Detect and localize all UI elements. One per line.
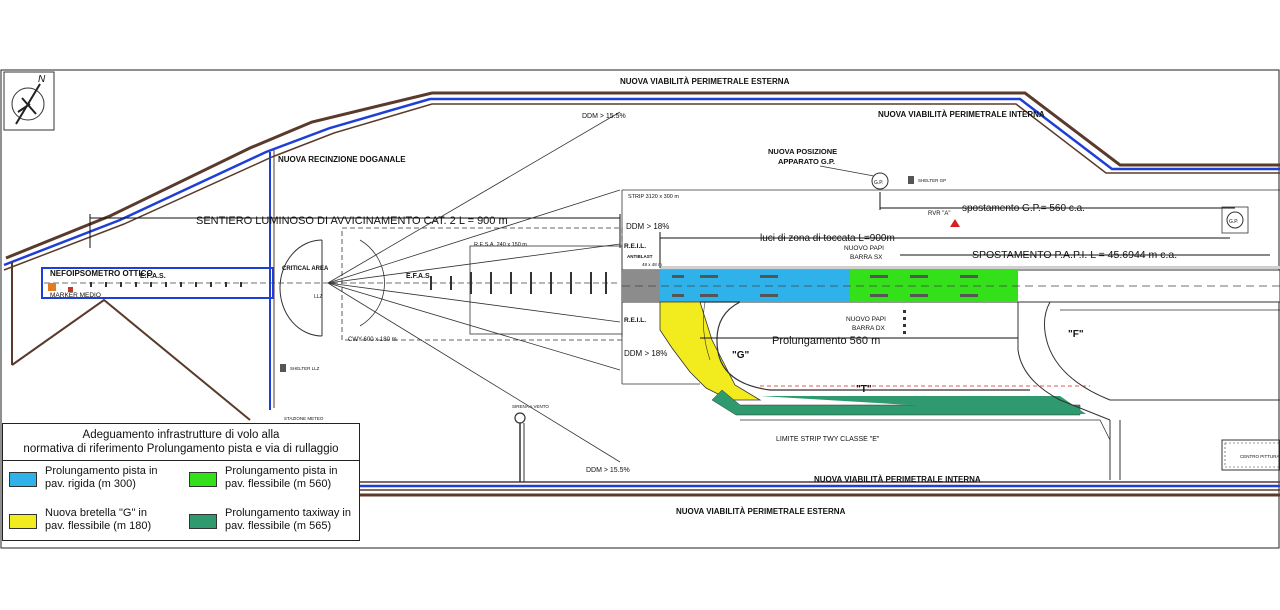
fence-label: NUOVA RECINZIONE DOGANALE: [278, 155, 406, 164]
building-label: CENTRO PITTURA: [1240, 454, 1280, 459]
legend-taxiway-g-line1: Nuova bretella "G" in: [45, 507, 147, 519]
gp-move-label: spostamento G.P.= 560 c.a.: [962, 203, 1085, 214]
critical-area-outline: [279, 239, 323, 337]
marker-label: MARKER MEDIO: [50, 292, 101, 299]
legend-flexible-line2: pav. flessibile (m 560): [225, 478, 332, 490]
ddm-splay-lines: [327, 111, 621, 463]
twy-g-label: "G": [732, 350, 750, 361]
taxiway-loop-inner: [700, 301, 1030, 391]
reil-top-label: R.E.I.L.: [624, 243, 646, 250]
approach-label: SENTIERO LUMINOSO DI AVVICINAMENTO CAT. …: [196, 215, 508, 227]
touchdown-dimension: [659, 232, 1230, 268]
gp-existing-text: G.P.: [1229, 219, 1238, 225]
nefo-label: NEFOIPSOMETRO OTTICO: [50, 269, 153, 278]
shelter-llz-icon: [280, 364, 286, 372]
resa-label: R.E.S.A. 240 x 150 m: [474, 242, 527, 248]
taxiway-f-edge: [1017, 302, 1111, 421]
llz-label: LLZ: [314, 294, 323, 300]
resa-bars: [430, 272, 607, 294]
antiblast-dim-label: 48 x 48 m: [642, 262, 662, 267]
ddm-18-top-label: DDM > 18%: [626, 222, 669, 231]
legend-grid: Prolungamento pista in pav. rigida (m 30…: [3, 460, 359, 543]
legend-title: Adeguamento infrastrutture di volo alla …: [3, 424, 359, 458]
legend-item-taxiway-g: Nuova bretella "G" in pav. flessibile (m…: [9, 507, 151, 533]
gp-new-label-1: NUOVA POSIZIONE: [768, 147, 837, 156]
antiblast-label: ANTIBLAST: [627, 254, 653, 259]
legend-swatch-taxiway-g: [9, 514, 37, 529]
north-arrow-icon: N: [3, 71, 55, 131]
perimeter-ext-top-label: NUOVA VIABILITÀ PERIMETRALE ESTERNA: [620, 77, 790, 86]
twy-f-label: "F": [1068, 329, 1084, 340]
gp-move-dimension: [879, 192, 1235, 210]
papi-sx-label-2: BARRA SX: [850, 254, 883, 261]
legend-rigid-line2: pav. rigida (m 300): [45, 478, 136, 490]
perimeter-int-top-label: NUOVA VIABILITÀ PERIMETRALE INTERNA: [878, 110, 1045, 119]
perimeter-ext-bottom-label: NUOVA VIABILITÀ PERIMETRALE ESTERNA: [676, 507, 846, 516]
marker-icon: [68, 287, 73, 292]
legend-swatch-rigid: [9, 472, 37, 487]
ddm-top-label: DDM > 15.5%: [582, 113, 626, 120]
rvr-label: RVR "A": [928, 211, 951, 217]
legend-box: Adeguamento infrastrutture di volo alla …: [2, 423, 360, 541]
legend-swatch-taxiway-ext: [189, 514, 217, 529]
papi-move-label: SPOSTAMENTO P.A.P.I. L = 45.6944 m c.a.: [972, 249, 1177, 261]
efas-label-1: E.F.A.S.: [140, 273, 166, 280]
legend-title-line2: normativa di riferimento Prolungamento p…: [23, 443, 339, 455]
legend-item-flexible: Prolungamento pista in pav. flessibile (…: [189, 465, 338, 491]
sirena-label: SIRENA A VENTO: [512, 404, 549, 409]
runway-markings: [672, 275, 978, 297]
efas-label-2: E.F.A.S.: [406, 273, 432, 280]
papi-dx-label-1: NUOVO PAPI: [846, 316, 886, 323]
rvr-icon: [950, 219, 960, 227]
legend-title-line1: Adeguamento infrastrutture di volo alla: [82, 429, 280, 441]
legend-swatch-flexible: [189, 472, 217, 487]
legend-item-taxiway-ext: Prolungamento taxiway in pav. flessibile…: [189, 507, 351, 533]
legend-item-rigid: Prolungamento pista in pav. rigida (m 30…: [9, 465, 158, 491]
resa-area: [469, 245, 623, 335]
papi-dx-label-2: BARRA DX: [852, 325, 886, 332]
gp-new-text: G.P.: [874, 180, 883, 186]
twy-t-label: "T": [856, 384, 872, 395]
drawing-frame: [0, 69, 1280, 549]
gp-new-label-2: APPARATO G.P.: [778, 157, 835, 166]
ddm-bottom-label: DDM > 15.5%: [586, 467, 630, 474]
critical-area-label: CRITICAL AREA: [282, 266, 329, 272]
cwy-label: CWY 600 x 180 m: [348, 337, 397, 343]
sirena-icon: [514, 412, 526, 424]
gp-existing-icon: [1226, 211, 1244, 229]
legend-flexible-line1: Prolungamento pista in: [225, 465, 338, 477]
papi-lights: [903, 310, 906, 334]
shelter-llz-label: SHELTER LLZ: [290, 366, 320, 371]
shelter-gp-label: SHELTER GP: [918, 178, 946, 183]
legend-taxiway-ext-line2: pav. flessibile (m 565): [225, 520, 332, 532]
nefo-marker-icon: [48, 283, 56, 291]
prolung-label: Prolungamento 560 m: [772, 335, 880, 347]
gp-new-icon: [871, 172, 889, 190]
perimeter-int-bottom-label: NUOVA VIABILITÀ PERIMETRALE INTERNA: [814, 475, 981, 484]
legend-taxiway-ext-line1: Prolungamento taxiway in: [225, 507, 351, 519]
perimeter-road-bottom: [360, 481, 1280, 497]
north-label: N: [38, 74, 46, 85]
shelter-gp-icon: [908, 176, 914, 184]
approach-lights-left: [90, 282, 242, 287]
ddm-18-bottom-label: DDM > 18%: [624, 349, 667, 358]
stazione-label: STAZIONE METEO: [284, 416, 324, 421]
touchdown-label: luci di zona di toccata L=900m: [760, 233, 895, 244]
building-right: [1221, 439, 1280, 471]
legend-rigid-line1: Prolungamento pista in: [45, 465, 158, 477]
perimeter-road-top: [3, 91, 1280, 271]
limit-label: LIMITE STRIP TWY CLASSE "E": [776, 436, 880, 443]
strip-label: STRIP 3120 x 300 m: [628, 194, 679, 200]
runway-edge-top: [660, 266, 1280, 269]
papi-sx-label-1: NUOVO PAPI: [844, 245, 884, 252]
legend-taxiway-g-line2: pav. flessibile (m 180): [45, 520, 152, 532]
reil-bottom-label: R.E.I.L.: [624, 317, 646, 324]
